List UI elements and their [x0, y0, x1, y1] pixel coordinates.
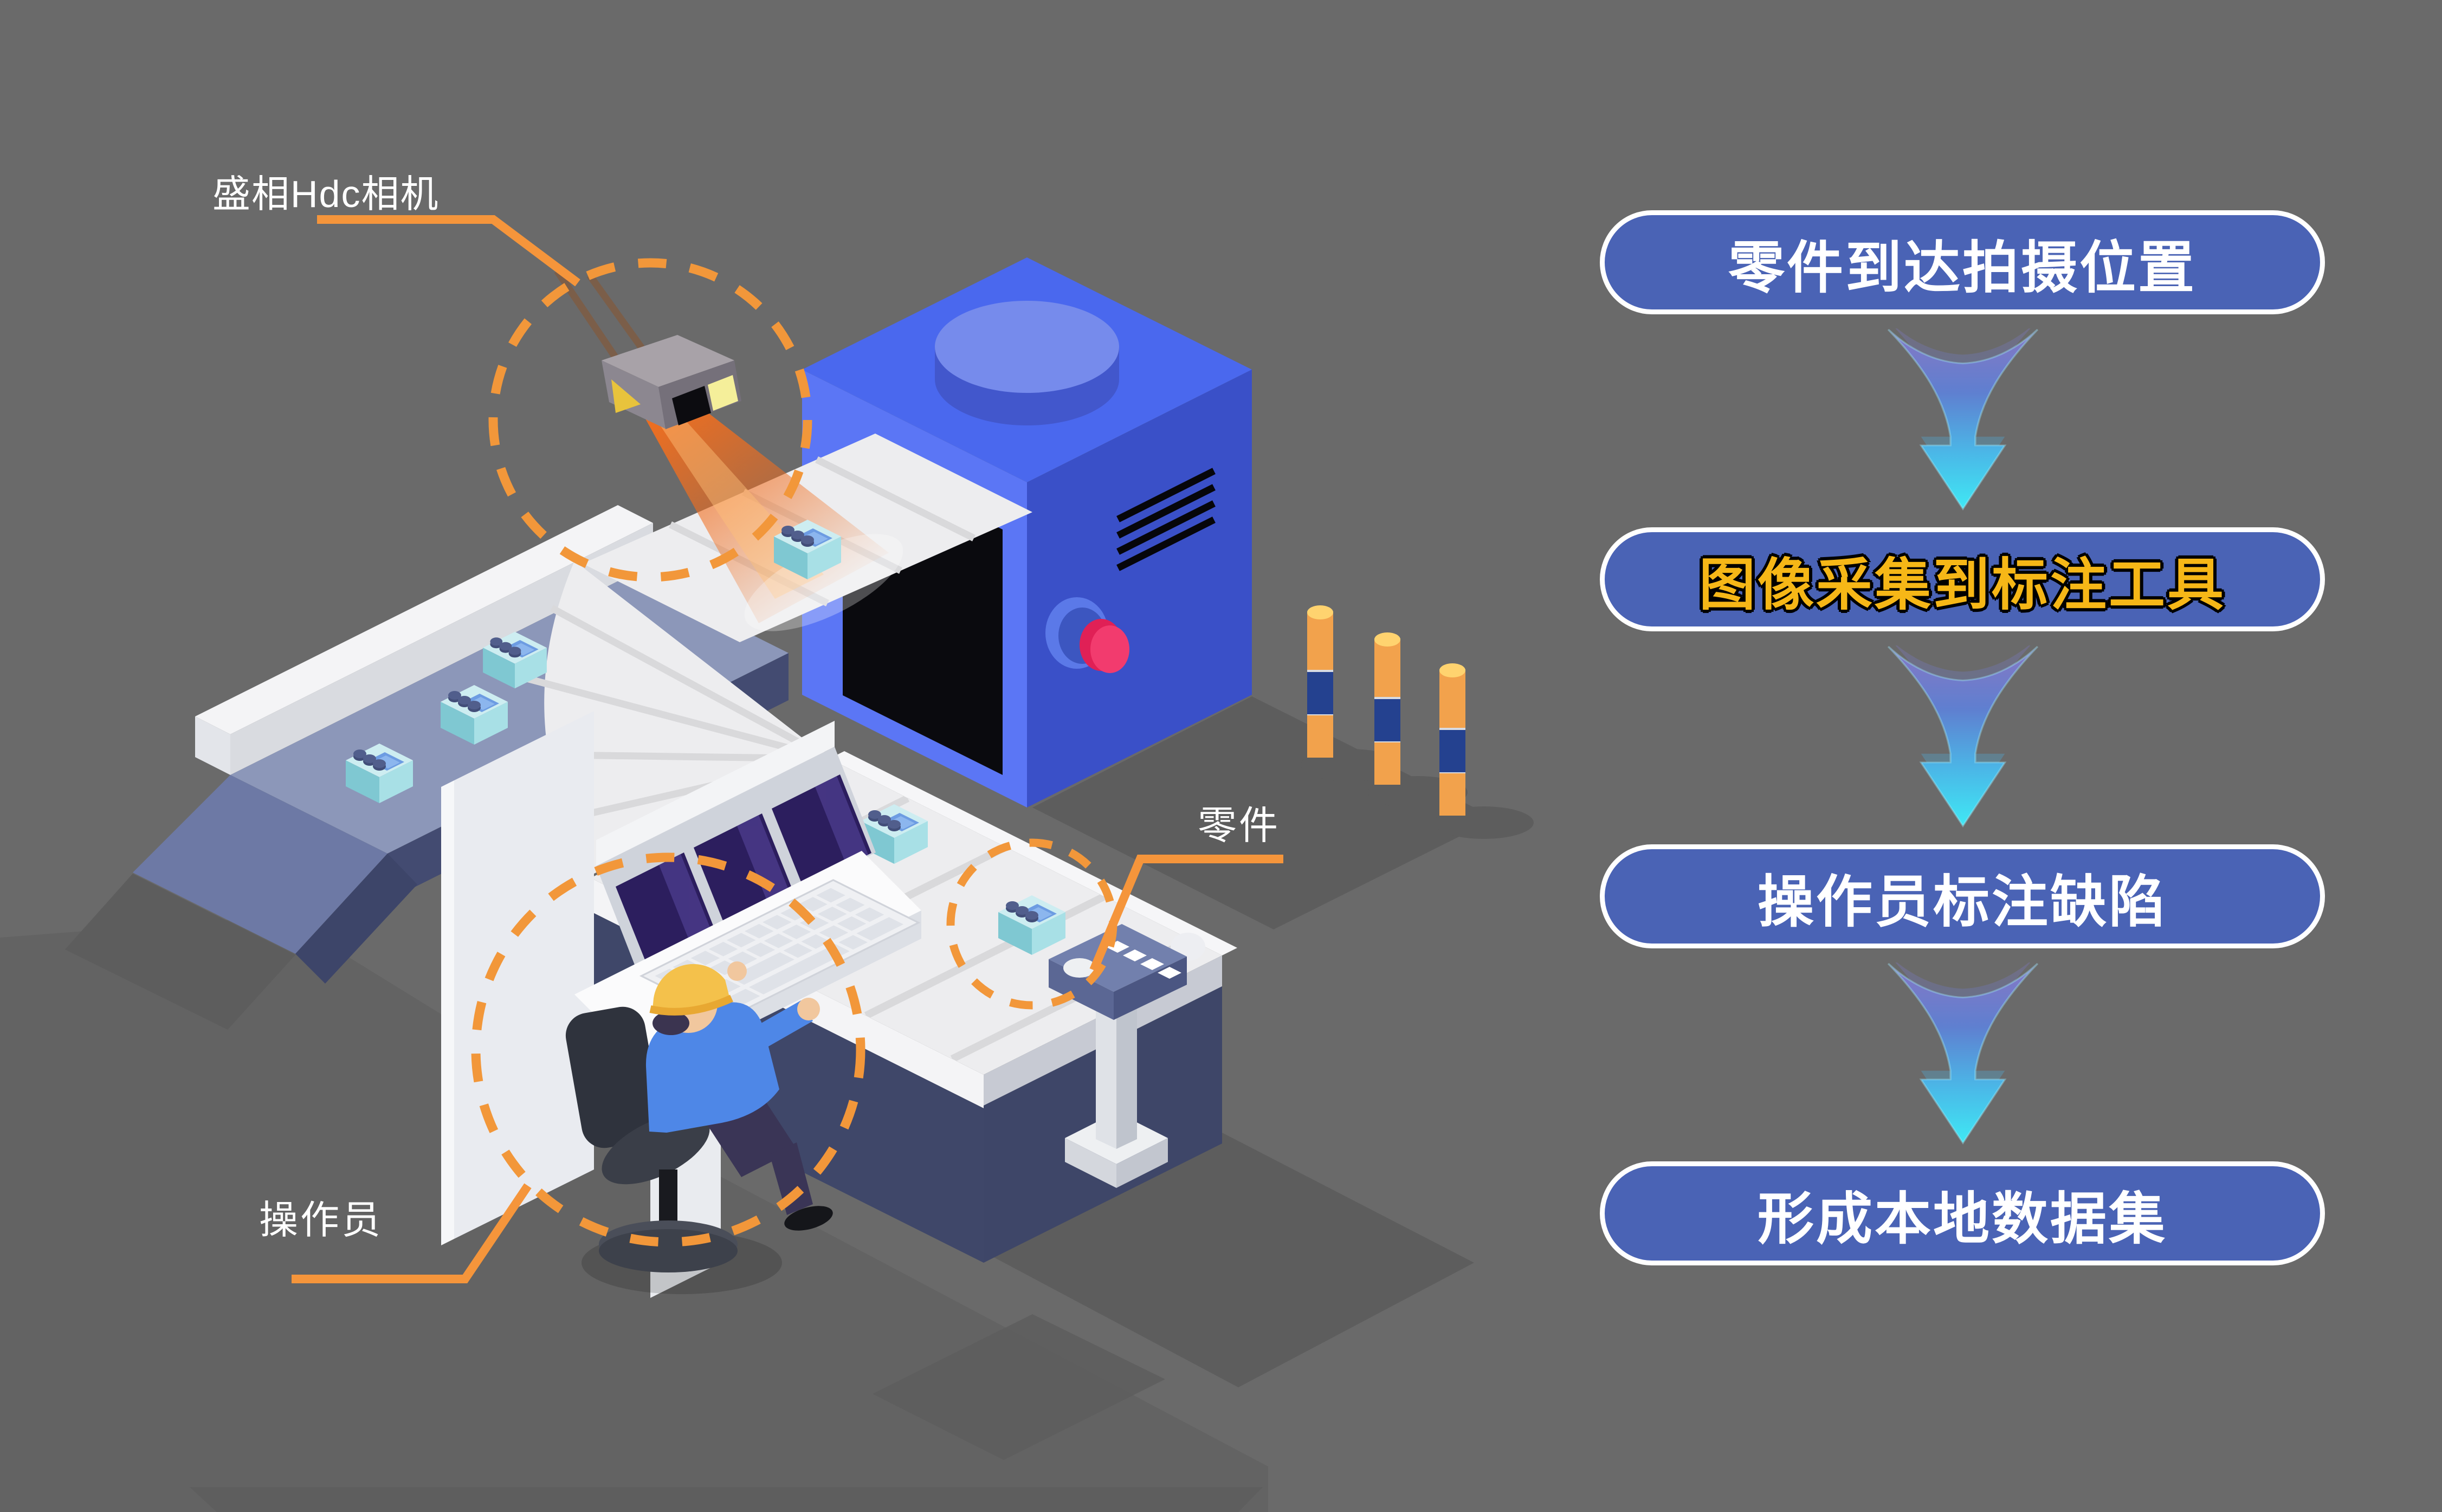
highlight-circle-camera	[488, 258, 812, 582]
annotations	[292, 215, 1283, 1283]
part-label: 零件	[1198, 804, 1281, 848]
flow-step-3: 操作员标注缺陷	[1600, 844, 2325, 948]
callout-line-operator	[292, 1183, 532, 1283]
flow-down-arrow-icon	[1887, 645, 2039, 828]
flow-step-1: 零件到达拍摄位置	[1600, 210, 2325, 314]
operator-label: 操作员	[259, 1199, 383, 1242]
camera-label: 盛相Hdc相机	[212, 173, 440, 215]
camera-icon	[554, 269, 741, 429]
floor-shadows	[0, 696, 1496, 1512]
machine-vents-icon	[1116, 468, 1216, 571]
control-pedestal	[1049, 924, 1205, 1188]
flow-step-2-label: 图像采集到标注工具	[1698, 553, 2226, 617]
flow-down-arrow-icon	[1887, 328, 2039, 511]
operator-figure	[645, 961, 833, 1231]
highlight-circle-operator	[471, 852, 865, 1247]
flow-step-2: 图像采集到标注工具	[1600, 527, 2325, 631]
callout-line-part	[1089, 855, 1283, 972]
machine-button	[1045, 597, 1129, 673]
flow-step-4: 形成本地数据集	[1600, 1161, 2325, 1265]
safety-bollards	[1301, 605, 1534, 839]
safety-bollard-icon	[1439, 663, 1465, 816]
safety-bollard-icon	[1307, 605, 1333, 758]
safety-bollard-icon	[1374, 632, 1400, 785]
flow-step-3-label: 操作员标注缺陷	[1757, 870, 2167, 934]
callout-line-camera	[317, 215, 580, 287]
flow-step-1-label: 零件到达拍摄位置	[1728, 236, 2196, 300]
flow-step-4-label: 形成本地数据集	[1757, 1187, 2167, 1251]
machine-cylinder	[935, 301, 1119, 425]
flow-down-arrow-icon	[1887, 962, 2039, 1145]
operator-console	[441, 711, 921, 1298]
